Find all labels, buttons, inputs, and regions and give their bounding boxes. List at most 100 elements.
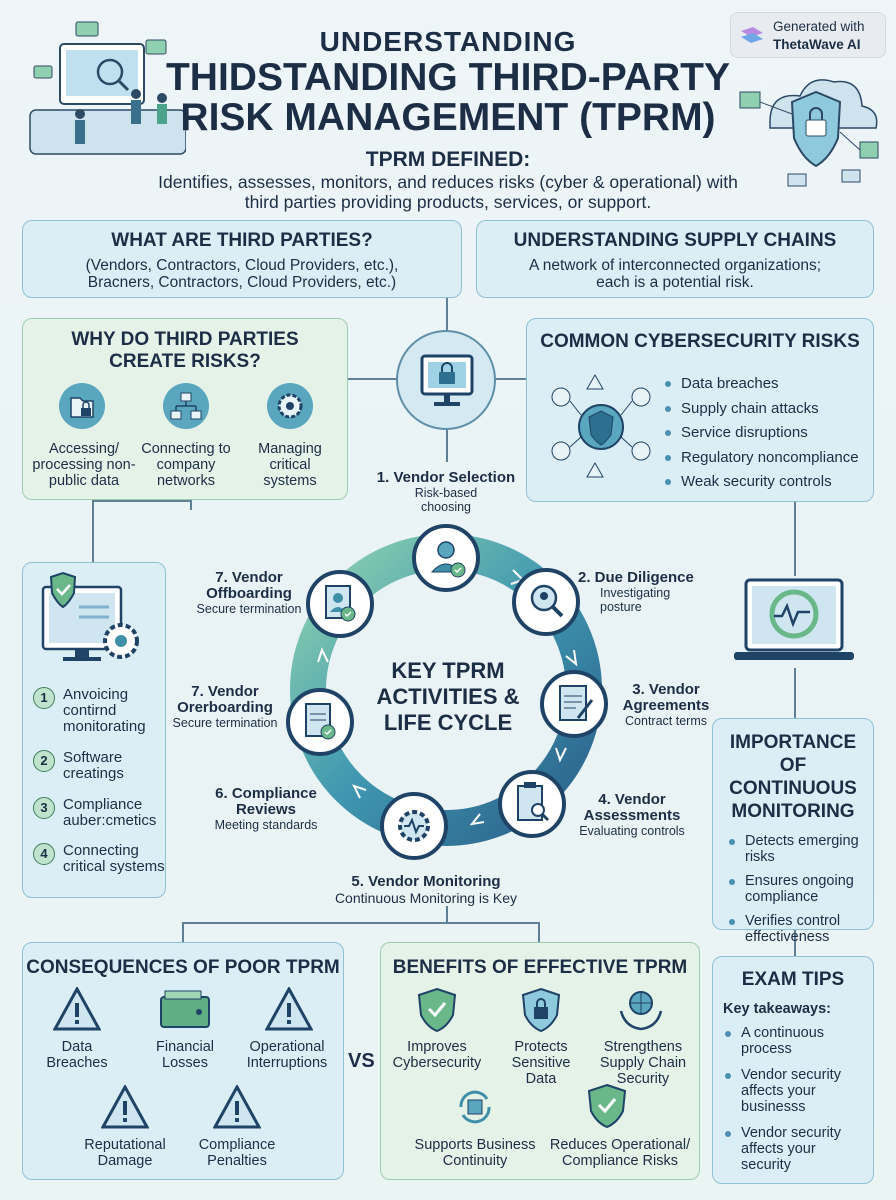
thetawave-logo-icon: [741, 27, 763, 43]
step-title: 7. Vendor Offboarding: [206, 569, 292, 602]
connector-line: [538, 922, 540, 942]
why-risk-item-3: Managing critical systems: [258, 441, 322, 489]
cyber-risks-box: COMMON CYBERSECURITY RISKS Data breaches…: [526, 318, 874, 502]
consequence-item: Data Breaches: [46, 1039, 108, 1071]
title-line1: UNDERSTANDING: [319, 26, 577, 57]
left-item-label: Connecting critical systems: [63, 842, 165, 875]
benefit-item: Improves Cybersecurity: [392, 1039, 482, 1071]
consequence-item: Operational Interruptions: [246, 1039, 328, 1071]
exam-tip-item: Vendor security affects your security: [723, 1125, 867, 1173]
left-item-label: Software creatings: [63, 749, 124, 782]
monitor-shield-gear-icon: [41, 571, 139, 661]
warning-icon: [213, 1085, 261, 1129]
vs-label: VS: [348, 1050, 375, 1072]
exam-tips-heading: EXAM TIPS: [741, 969, 845, 990]
cycle-box-icon: [459, 1090, 491, 1124]
cyber-risk-item: Regulatory noncompliance: [663, 449, 873, 467]
monitoring-item: Detects emerging risks: [727, 833, 865, 865]
left-item-number: 1: [33, 687, 55, 709]
vendor-offboarding-icon: [306, 570, 374, 638]
why-risk-item-2: Connecting to company networks: [141, 441, 231, 489]
connector-line: [794, 502, 796, 576]
left-item-2: 2 Software creatings: [33, 750, 173, 782]
left-activities-box: 1 Anvoicing contirnd monitorating 2 Softwa…: [22, 562, 166, 898]
consequence-item: Financial Losses: [155, 1039, 215, 1071]
left-item-number: 4: [33, 843, 55, 865]
exam-tips-list: A continuous process Vendor security aff…: [723, 1025, 867, 1173]
connector-line: [190, 500, 192, 510]
definition-text: Identifies, assesses, monitors, and redu…: [158, 172, 738, 212]
monitoring-heading: IMPORTANCE OF CONTINUOUS MONITORING: [729, 732, 857, 822]
warning-icon: [53, 987, 101, 1031]
folder-lock-icon: [59, 383, 105, 429]
step-title: 3. Vendor Agreements: [622, 681, 710, 714]
third-parties-line2: Bracners, Contractors, Cloud Providers, …: [87, 274, 397, 291]
why-risk-item-1: Accessing/ processing non-public data: [32, 441, 136, 489]
step-7-onboarding-label: 7. Vendor Orerboarding Secure terminatio…: [168, 683, 282, 731]
step-1-label: 1. Vendor Selection Risk-based choosing: [360, 470, 532, 515]
benefit-item: Strengthens Supply Chain Security: [599, 1039, 687, 1087]
benefit-item: Reduces Operational/ Compliance Risks: [549, 1137, 691, 1169]
vendor-assessments-icon: [498, 770, 566, 838]
step-3-label: 3. Vendor Agreements Contract terms: [616, 681, 716, 729]
step-5-label: 5. Vendor Monitoring Continuous Monitori…: [300, 874, 552, 907]
badge-line2: ThetaWave AI: [773, 37, 861, 52]
third-parties-box: WHAT ARE THIRD PARTIES? (Vendors, Contra…: [22, 220, 462, 298]
monitoring-item: Ensures ongoing compliance: [727, 873, 865, 905]
cloud-shield-illustration-icon: [739, 79, 879, 187]
step-title: 7. Vendor Orerboarding: [177, 683, 273, 716]
shield-check-icon: [587, 1083, 627, 1129]
step-subtitle: Investigating posture: [600, 586, 671, 614]
step-subtitle: Evaluating controls: [579, 824, 685, 838]
step-subtitle: Risk-based choosing: [414, 486, 478, 514]
badge-line1: Generated with: [773, 19, 865, 34]
wallet-icon: [160, 990, 210, 1028]
shield-lock-icon: [521, 987, 561, 1033]
why-risks-box: WHY DO THIRD PARTIES CREATE RISKS? Acces…: [22, 318, 348, 500]
step-title: 4. Vendor Assessments: [583, 791, 681, 824]
title-line3: RISK MANAGEMENT (TPRM): [180, 96, 716, 139]
supply-chains-heading: UNDERSTANDING SUPPLY CHAINS: [513, 230, 837, 251]
left-item-label: Compliance auber:cmetics: [63, 796, 157, 829]
cyber-risk-item: Weak security controls: [663, 473, 873, 491]
exam-tips-subheading: Key takeaways:: [723, 1001, 832, 1017]
shield-check-icon: [417, 987, 457, 1033]
laptop-monitoring-icon: [734, 578, 854, 660]
connector-line: [446, 298, 448, 334]
network-icon: [163, 383, 209, 429]
step-7-offboarding-label: 7. Vendor Offboarding Secure termination: [192, 569, 306, 617]
step-title: 2. Due Diligence: [578, 569, 694, 586]
warning-icon: [101, 1085, 149, 1129]
left-item-4: 4 Connecting critical systems: [33, 843, 173, 875]
connector-line: [92, 500, 94, 562]
exam-tip-item: Vendor security affects your businesss: [723, 1067, 867, 1115]
consequence-item: Reputational Damage: [84, 1137, 166, 1169]
step-title: 5. Vendor Monitoring: [351, 873, 501, 890]
connector-line: [346, 378, 402, 380]
benefits-box: BENEFITS OF EFFECTIVE TPRM Improves Cybe…: [380, 942, 700, 1180]
left-item-number: 2: [33, 750, 55, 772]
connector-line: [92, 500, 192, 502]
team-monitor-illustration-icon: [29, 21, 186, 155]
third-parties-line1: (Vendors, Contractors, Cloud Providers, …: [85, 257, 399, 274]
due-diligence-icon: [512, 568, 580, 636]
central-monitor-badge: [396, 330, 496, 430]
cyber-risks-heading: COMMON CYBERSECURITY RISKS: [540, 331, 860, 352]
generated-badge: Generated with ThetaWave AI: [730, 12, 886, 58]
threat-globe-icon: [551, 373, 651, 478]
benefit-item: Supports Business Continuity: [414, 1137, 536, 1169]
left-item-1: 1 Anvoicing contirnd monitorating: [33, 687, 173, 735]
vendor-agreements-icon: [540, 670, 608, 738]
connector-line: [446, 906, 448, 922]
monitoring-item: Verifies control effectiveness: [727, 913, 865, 945]
exam-tips-box: EXAM TIPS Key takeaways: A continuous pr…: [712, 956, 874, 1184]
cyber-risk-item: Data breaches: [663, 375, 873, 393]
step-title: 6. Compliance Reviews: [215, 785, 317, 818]
step-subtitle: Secure termination: [172, 716, 278, 730]
step-6-label: 6. Compliance Reviews Meeting standards: [200, 785, 332, 833]
step-subtitle: Contract terms: [625, 714, 707, 728]
exam-tip-item: A continuous process: [723, 1025, 867, 1057]
left-item-label: Anvoicing contirnd monitorating: [63, 686, 146, 735]
definition-heading: TPRM DEFINED:: [365, 148, 531, 171]
